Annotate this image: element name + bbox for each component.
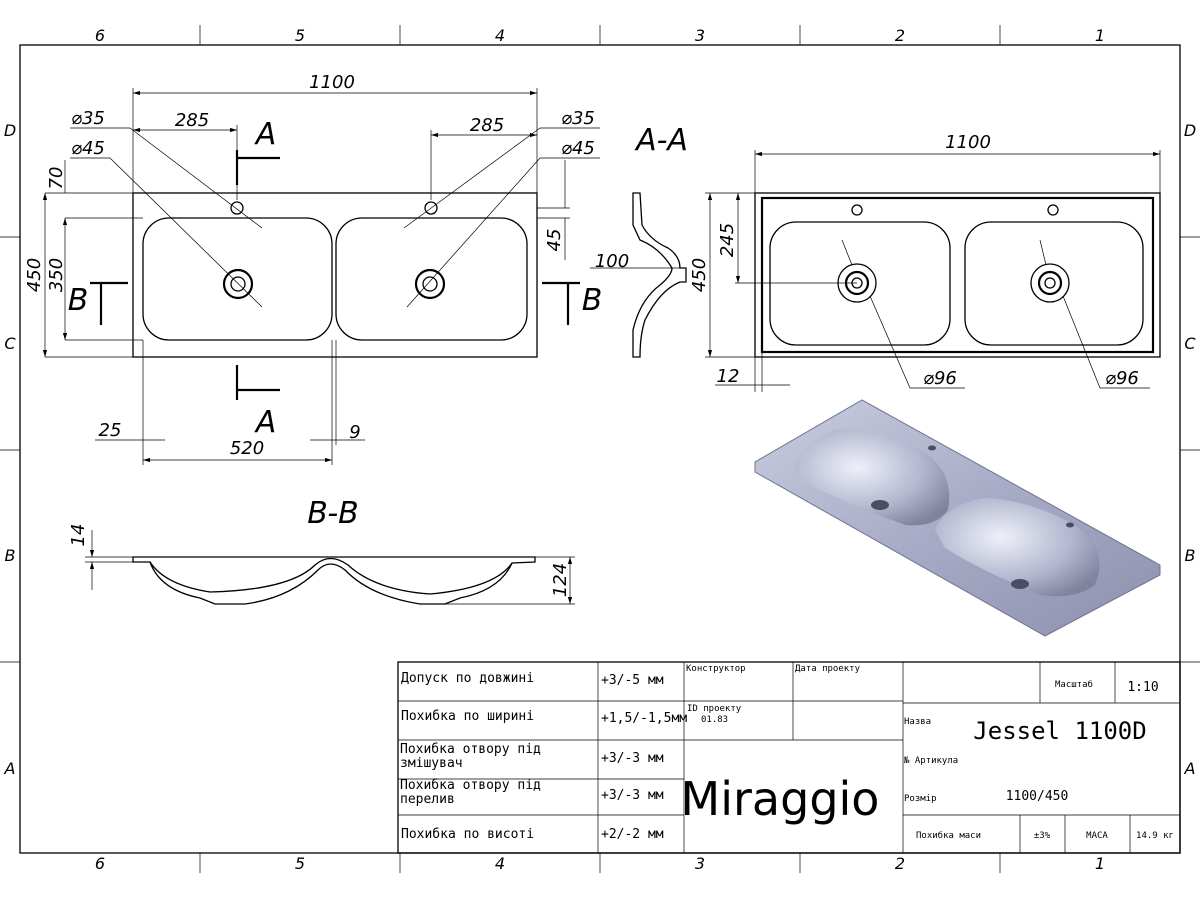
row-label: D [1184,121,1196,140]
mass-value: 14.9 кг [1136,831,1174,841]
dim-divider: 9 [349,422,360,443]
row-label: D [4,121,16,140]
column-label: 3 [695,854,705,873]
size-value: 1100/450 [1006,789,1069,804]
column-label: 5 [295,26,305,45]
brand-logo: Miraggio [681,772,880,826]
dim-rim: 12 [717,366,740,387]
row-label: A [1184,759,1196,778]
top-view: 1100 450 245 12 ⌀96 ⌀96 [689,132,1161,389]
designer-label: Конструктор [686,664,746,674]
dim-drain-right: ⌀45 [561,138,595,159]
tolerance-label: Допуск по довжині [401,671,534,686]
section-marker: B [68,283,89,318]
sheet-frame: 6 5 4 3 2 1 6 5 4 3 2 1 D C B A D C B A [0,25,1200,873]
dim-top-width: 1100 [945,132,991,153]
tolerance-row: Похибка отвору під перелив +3/-3 мм [400,778,664,807]
dim-tap-depth: 70 [46,167,67,190]
dim-rim-thickness: 14 [68,524,89,547]
size-label: Розмір [904,794,937,804]
tolerance-value: +3/-5 мм [601,673,664,688]
section-bb: B-B 14 124 [68,496,575,605]
dim-width: 1100 [309,72,355,93]
tolerance-label: Похибка по висоті [401,827,534,842]
column-label: 3 [695,26,705,45]
dim-tap-offset-right: 285 [470,115,504,136]
row-label: C [4,334,16,353]
tolerance-value: +2/-2 мм [601,827,664,842]
dim-drain-offset: 45 [544,229,565,252]
front-view: 1100 285 285 ⌀35 ⌀45 ⌀35 ⌀45 A A B B 70 … [24,72,602,465]
dim-drain-left: ⌀45 [71,138,105,159]
product-name: Jessel 1100D [973,717,1146,745]
mass-label: МАСА [1086,831,1108,841]
tolerance-value: +1,5/-1,5мм [601,711,687,726]
tolerance-value: +3/-3 мм [601,751,664,766]
row-label: B [1185,546,1196,565]
tolerance-label: Похибка отвору під змішувач [400,742,541,771]
dim-tap-hole-right: ⌀35 [561,108,595,129]
dim-bb-height: 124 [550,563,571,597]
3d-render [754,399,1161,637]
scale-label: Масштаб [1055,679,1093,690]
dim-tap-offset-left: 285 [175,110,209,131]
column-label: 1 [1095,854,1105,873]
dim-basin-depth: 350 [46,258,67,292]
article-label: № Артикула [903,756,958,766]
tolerance-row: Похибка отвору під змішувач +3/-3 мм [400,742,664,771]
row-label: A [4,759,16,778]
name-label: Назва [904,717,931,727]
tolerance-row: Похибка по висоті +2/-2 мм [401,827,664,842]
column-label: 5 [295,854,305,873]
title-block: Допуск по довжині +3/-5 мм Похибка по ши… [397,661,1181,854]
section-marker: B [582,283,603,318]
dim-drain-right-96: ⌀96 [1105,368,1139,389]
dim-depth: 450 [24,258,45,292]
tolerance-value: +3/-3 мм [601,788,664,803]
section-marker: A [254,405,277,440]
section-aa-title: A-A [634,123,688,158]
scale-value: 1:10 [1127,680,1158,695]
column-label: 1 [1095,26,1105,45]
column-label: 6 [95,854,105,873]
dim-edge-margin: 25 [99,420,122,441]
column-label: 6 [95,26,105,45]
row-label: C [1184,334,1196,353]
mass-tolerance: ±3% [1034,831,1051,841]
tolerance-label: Похибка отвору під перелив [400,778,541,807]
dim-basin-width: 520 [230,438,264,459]
tolerance-row: Похибка по ширині +1,5/-1,5мм [401,709,687,726]
dim-tap-hole-left: ⌀35 [71,108,105,129]
section-bb-title: B-B [307,496,358,531]
column-label: 4 [495,854,505,873]
section-marker: A [254,117,277,152]
dim-top-depth: 450 [689,258,710,292]
dim-drain-pos: 245 [717,223,738,257]
column-label: 2 [895,26,905,45]
project-id-label: ID проекту [687,704,742,714]
date-label: Дата проекту [795,664,861,674]
column-label: 4 [495,26,505,45]
dim-aa-height: 100 [595,251,629,272]
project-id: 01.83 [701,715,728,725]
tolerance-row: Допуск по довжині +3/-5 мм [401,671,664,688]
mass-tolerance-label: Похибка маси [916,830,981,841]
dim-drain-left-96: ⌀96 [923,368,957,389]
column-label: 2 [895,854,905,873]
tolerance-label: Похибка по ширині [401,709,534,724]
row-label: B [5,546,16,565]
